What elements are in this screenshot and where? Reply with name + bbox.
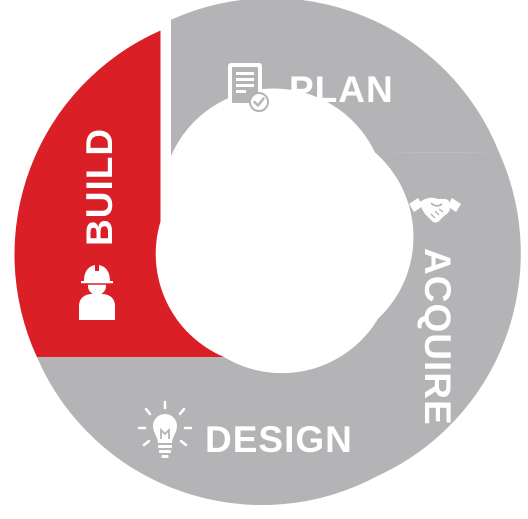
lightbulb-icon xyxy=(137,400,193,458)
segment-design-shape xyxy=(36,318,379,506)
checklist-icon xyxy=(228,63,269,112)
segment-design-label: DESIGN xyxy=(205,419,353,460)
segment-acquire-shape xyxy=(375,152,521,476)
segment-plan xyxy=(171,0,500,156)
worker-icon xyxy=(79,263,115,320)
segment-design xyxy=(36,318,379,506)
segment-acquire-label: ACQUIRE xyxy=(417,248,458,426)
segment-build-label: BUILD xyxy=(79,128,120,246)
handshake-icon xyxy=(409,197,461,223)
segment-build xyxy=(14,30,225,357)
segment-acquire xyxy=(375,152,521,476)
segment-plan-shape xyxy=(171,0,500,156)
segment-plan-label: PLAN xyxy=(289,69,394,110)
segment-build-shape xyxy=(14,30,225,357)
